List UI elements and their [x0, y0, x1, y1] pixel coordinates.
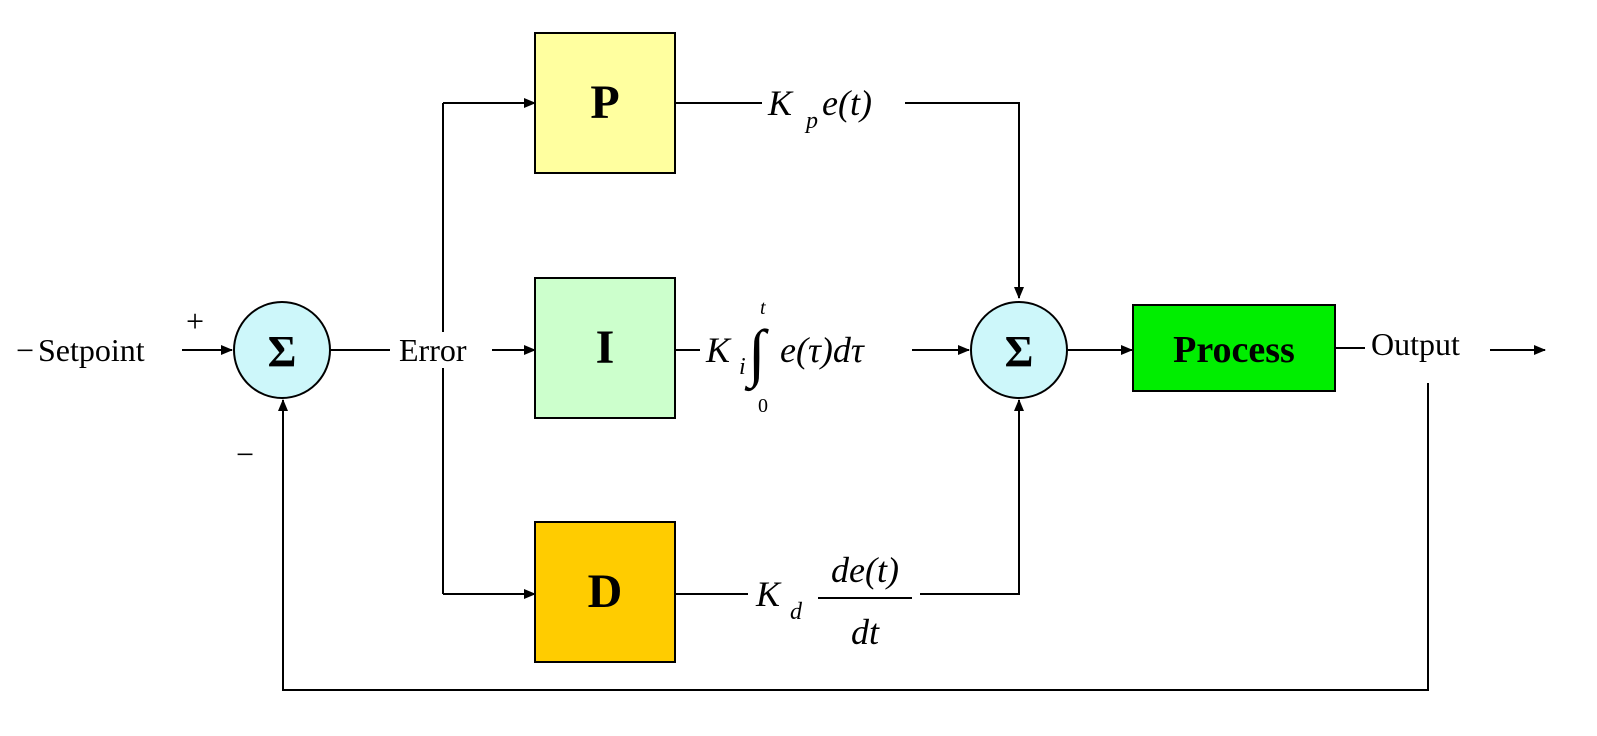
- output-summing-junction: Σ: [970, 301, 1068, 399]
- derivative-numerator: de(t): [831, 550, 899, 590]
- kd-coefficient: K: [755, 574, 782, 614]
- feedback-wire: [278, 383, 1429, 691]
- d-out-wire-b: [920, 399, 1024, 595]
- i-block-label: I: [596, 321, 615, 374]
- proportional-expression: e(t): [822, 83, 872, 123]
- derivative-term: K d de(t) dt: [755, 550, 912, 652]
- kd-subscript: d: [790, 599, 803, 625]
- kp-subscript: p: [804, 108, 818, 134]
- sigma-symbol: Σ: [1005, 327, 1034, 376]
- output-label: Output: [1371, 326, 1460, 362]
- input-summing-junction: Σ: [233, 301, 331, 399]
- p-out-wire-b: [905, 102, 1024, 299]
- integral-lower-limit: 0: [758, 395, 768, 417]
- setpoint-lead-dash: −: [16, 332, 34, 368]
- ki-coefficient: K: [705, 330, 732, 370]
- p-block-label: P: [590, 76, 619, 129]
- derivative-denominator: dt: [851, 612, 880, 652]
- process-block-label: Process: [1173, 329, 1295, 371]
- sigma-symbol: Σ: [268, 327, 297, 376]
- minus-sign: −: [236, 436, 254, 472]
- integral-expression: e(τ)dτ: [780, 330, 865, 370]
- error-label: Error: [399, 332, 467, 368]
- d-block: D: [534, 521, 676, 663]
- ki-subscript: i: [739, 354, 746, 380]
- integral-term: K i ∫ t 0 e(τ)dτ: [705, 297, 865, 417]
- integral-sign: ∫: [744, 317, 769, 392]
- d-block-label: D: [588, 565, 623, 618]
- integral-upper-limit: t: [760, 297, 766, 319]
- process-block: Process: [1132, 304, 1336, 392]
- kp-coefficient: K: [767, 83, 794, 123]
- i-block: I: [534, 277, 676, 419]
- p-block: P: [534, 32, 676, 174]
- proportional-term: K p e(t): [767, 83, 872, 134]
- setpoint-label: Setpoint: [38, 332, 145, 368]
- plus-sign: +: [186, 303, 204, 339]
